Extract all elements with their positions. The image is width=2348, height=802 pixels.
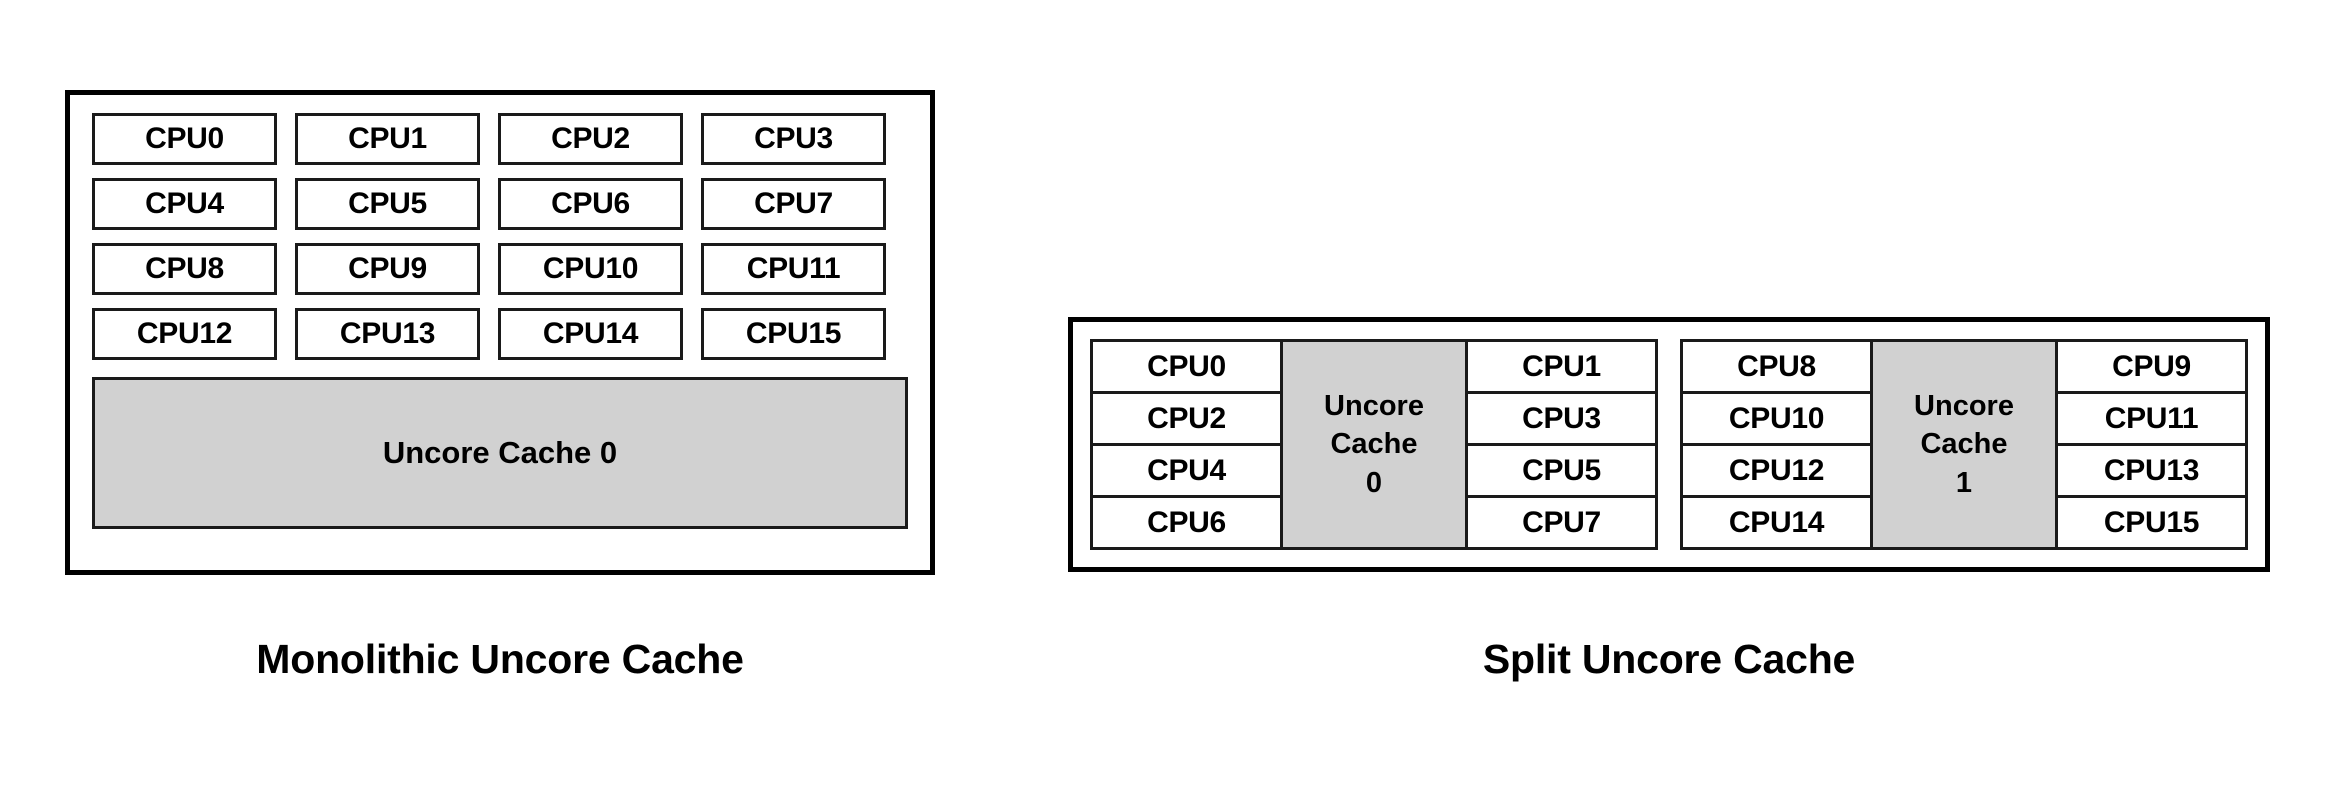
- cpu-box: CPU11: [701, 243, 886, 295]
- cpu-box: CPU6: [1093, 498, 1280, 547]
- cpu-box: CPU1: [295, 113, 480, 165]
- uncore-cache-block: Uncore Cache 0: [92, 377, 908, 529]
- cpu-box: CPU15: [701, 308, 886, 360]
- cpu-box: CPU13: [2058, 446, 2245, 498]
- cpu-box: CPU5: [1468, 446, 1655, 498]
- cpu-box: CPU3: [1468, 394, 1655, 446]
- cpu-box: CPU3: [701, 113, 886, 165]
- cpu-box: CPU0: [1093, 342, 1280, 394]
- uncore-cache-index: 0: [1365, 466, 1383, 499]
- monolithic-cpu-grid: CPU0 CPU1 CPU2 CPU3 CPU4 CPU5 CPU6 CPU7 …: [92, 113, 908, 360]
- cpu-box: CPU0: [92, 113, 277, 165]
- cpu-column-left: CPU0 CPU2 CPU4 CPU6: [1093, 342, 1280, 547]
- cpu-box: CPU2: [1093, 394, 1280, 446]
- uncore-cache-line1: Uncore: [1324, 390, 1424, 423]
- cpu-box: CPU4: [1093, 446, 1280, 498]
- cpu-box: CPU14: [498, 308, 683, 360]
- uncore-cache-line2: Cache: [1330, 428, 1418, 461]
- cpu-box: CPU9: [295, 243, 480, 295]
- uncore-cache-index: 1: [1955, 466, 1973, 499]
- cpu-box: CPU14: [1683, 498, 1870, 547]
- cpu-box: CPU7: [701, 178, 886, 230]
- cpu-box: CPU5: [295, 178, 480, 230]
- uncore-cache-block: Uncore Cache 0: [1280, 342, 1468, 547]
- cpu-box: CPU12: [92, 308, 277, 360]
- monolithic-uncore-diagram: CPU0 CPU1 CPU2 CPU3 CPU4 CPU5 CPU6 CPU7 …: [65, 90, 935, 575]
- cpu-box: CPU2: [498, 113, 683, 165]
- split-cluster: CPU0 CPU2 CPU4 CPU6 Uncore Cache 0 CPU1 …: [1090, 339, 1658, 550]
- split-cluster-container: CPU0 CPU2 CPU4 CPU6 Uncore Cache 0 CPU1 …: [1090, 339, 2248, 550]
- split-caption: Split Uncore Cache: [1482, 636, 1856, 682]
- cpu-box: CPU9: [2058, 342, 2245, 394]
- split-cluster: CPU8 CPU10 CPU12 CPU14 Uncore Cache 1 CP…: [1680, 339, 2248, 550]
- cpu-box: CPU7: [1468, 498, 1655, 547]
- cpu-box: CPU15: [2058, 498, 2245, 547]
- uncore-cache-block: Uncore Cache 1: [1870, 342, 2058, 547]
- cpu-box: CPU1: [1468, 342, 1655, 394]
- cpu-box: CPU8: [92, 243, 277, 295]
- cpu-column-right: CPU9 CPU11 CPU13 CPU15: [2058, 342, 2245, 547]
- cpu-box: CPU4: [92, 178, 277, 230]
- cpu-column-left: CPU8 CPU10 CPU12 CPU14: [1683, 342, 1870, 547]
- cpu-box: CPU6: [498, 178, 683, 230]
- cpu-box: CPU12: [1683, 446, 1870, 498]
- cpu-box: CPU13: [295, 308, 480, 360]
- split-uncore-diagram: CPU0 CPU2 CPU4 CPU6 Uncore Cache 0 CPU1 …: [1068, 317, 2270, 572]
- cpu-box: CPU11: [2058, 394, 2245, 446]
- monolithic-caption: Monolithic Uncore Cache: [256, 636, 744, 682]
- uncore-cache-line1: Uncore: [1914, 390, 2014, 423]
- uncore-cache-line2: Cache: [1920, 428, 2008, 461]
- cpu-box: CPU10: [1683, 394, 1870, 446]
- cpu-box: CPU10: [498, 243, 683, 295]
- cpu-column-right: CPU1 CPU3 CPU5 CPU7: [1468, 342, 1655, 547]
- cpu-box: CPU8: [1683, 342, 1870, 394]
